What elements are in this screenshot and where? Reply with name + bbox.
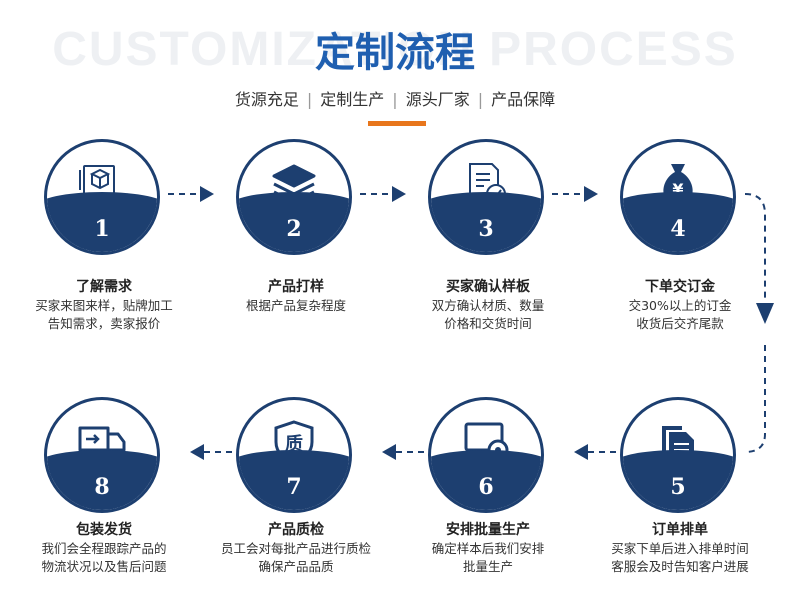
step-2-circle: 2 <box>236 139 352 255</box>
step-1-title: 了解需求 <box>76 279 132 295</box>
step-1-desc-line-2: 告知需求，卖家报价 <box>47 316 161 331</box>
step-6-circle: 6 <box>428 397 544 513</box>
step-7-title: 产品质检 <box>268 522 324 538</box>
step-number: 7 <box>286 474 302 500</box>
page-title: 定制流程 <box>315 30 475 76</box>
step-7-desc-line-2: 确保产品品质 <box>258 559 334 574</box>
step-5-desc-line-2: 客服会及时告知客户进展 <box>611 559 749 574</box>
step-1-circle: 1 <box>44 139 160 255</box>
step-8-circle: 8 <box>44 397 160 513</box>
step-4-title: 下单交订金 <box>645 279 715 295</box>
quality-character: 质 <box>285 434 303 455</box>
tag-supply: 货源充足 <box>234 90 299 109</box>
step-1-desc-line-1: 买家来图来样，贴牌加工 <box>35 298 173 313</box>
background-watermark-text: CUSTOMIZATION PROCESS <box>52 23 738 76</box>
step-5-circle: 5 <box>620 397 736 513</box>
step-6-desc-line-2: 批量生产 <box>462 559 513 574</box>
step-2-title: 产品打样 <box>268 279 324 295</box>
step-8-title: 包装发货 <box>76 522 132 538</box>
title-underline <box>368 121 426 126</box>
step-3-desc-line-1: 双方确认材质、数量 <box>431 298 545 313</box>
step-4-circle: ¥ 4 <box>620 139 736 255</box>
tagline: 货源充足|定制生产|源头厂家|产品保障 <box>234 90 556 109</box>
step-number: 1 <box>94 216 110 242</box>
step-number: 8 <box>94 474 110 500</box>
step-5-desc-line-1: 买家下单后进入排单时间 <box>611 541 749 556</box>
tag-factory: 源头厂家 <box>405 90 470 109</box>
step-8-desc-line-2: 物流状况以及售后问题 <box>41 559 167 574</box>
step-7-circle: 质 7 <box>236 397 352 513</box>
step-6-desc-line-1: 确定样本后我们安排 <box>431 541 545 556</box>
step-number: 6 <box>478 474 494 500</box>
tag-guarantee: 产品保障 <box>491 90 556 109</box>
step-3-title: 买家确认样板 <box>446 279 530 295</box>
step-number: 5 <box>670 474 686 500</box>
step-5-title: 订单排单 <box>652 522 708 538</box>
step-3-circle: 3 <box>428 139 544 255</box>
yen-symbol: ¥ <box>672 180 683 199</box>
step-number: 2 <box>286 216 302 242</box>
step-number: 4 <box>670 216 686 242</box>
step-4-desc-line-1: 交30%以上的订金 <box>628 298 732 313</box>
tag-custom: 定制生产 <box>320 90 385 109</box>
step-6-title: 安排批量生产 <box>446 522 530 538</box>
step-2-desc-line-1: 根据产品复杂程度 <box>245 298 346 313</box>
step-3-desc-line-2: 价格和交货时间 <box>444 316 532 331</box>
step-4-desc-line-2: 收货后交齐尾款 <box>636 316 724 331</box>
step-8-desc-line-1: 我们会全程跟踪产品的 <box>41 541 167 556</box>
step-number: 3 <box>478 216 494 242</box>
step-7-desc-line-1: 员工会对每批产品进行质检 <box>220 541 371 556</box>
